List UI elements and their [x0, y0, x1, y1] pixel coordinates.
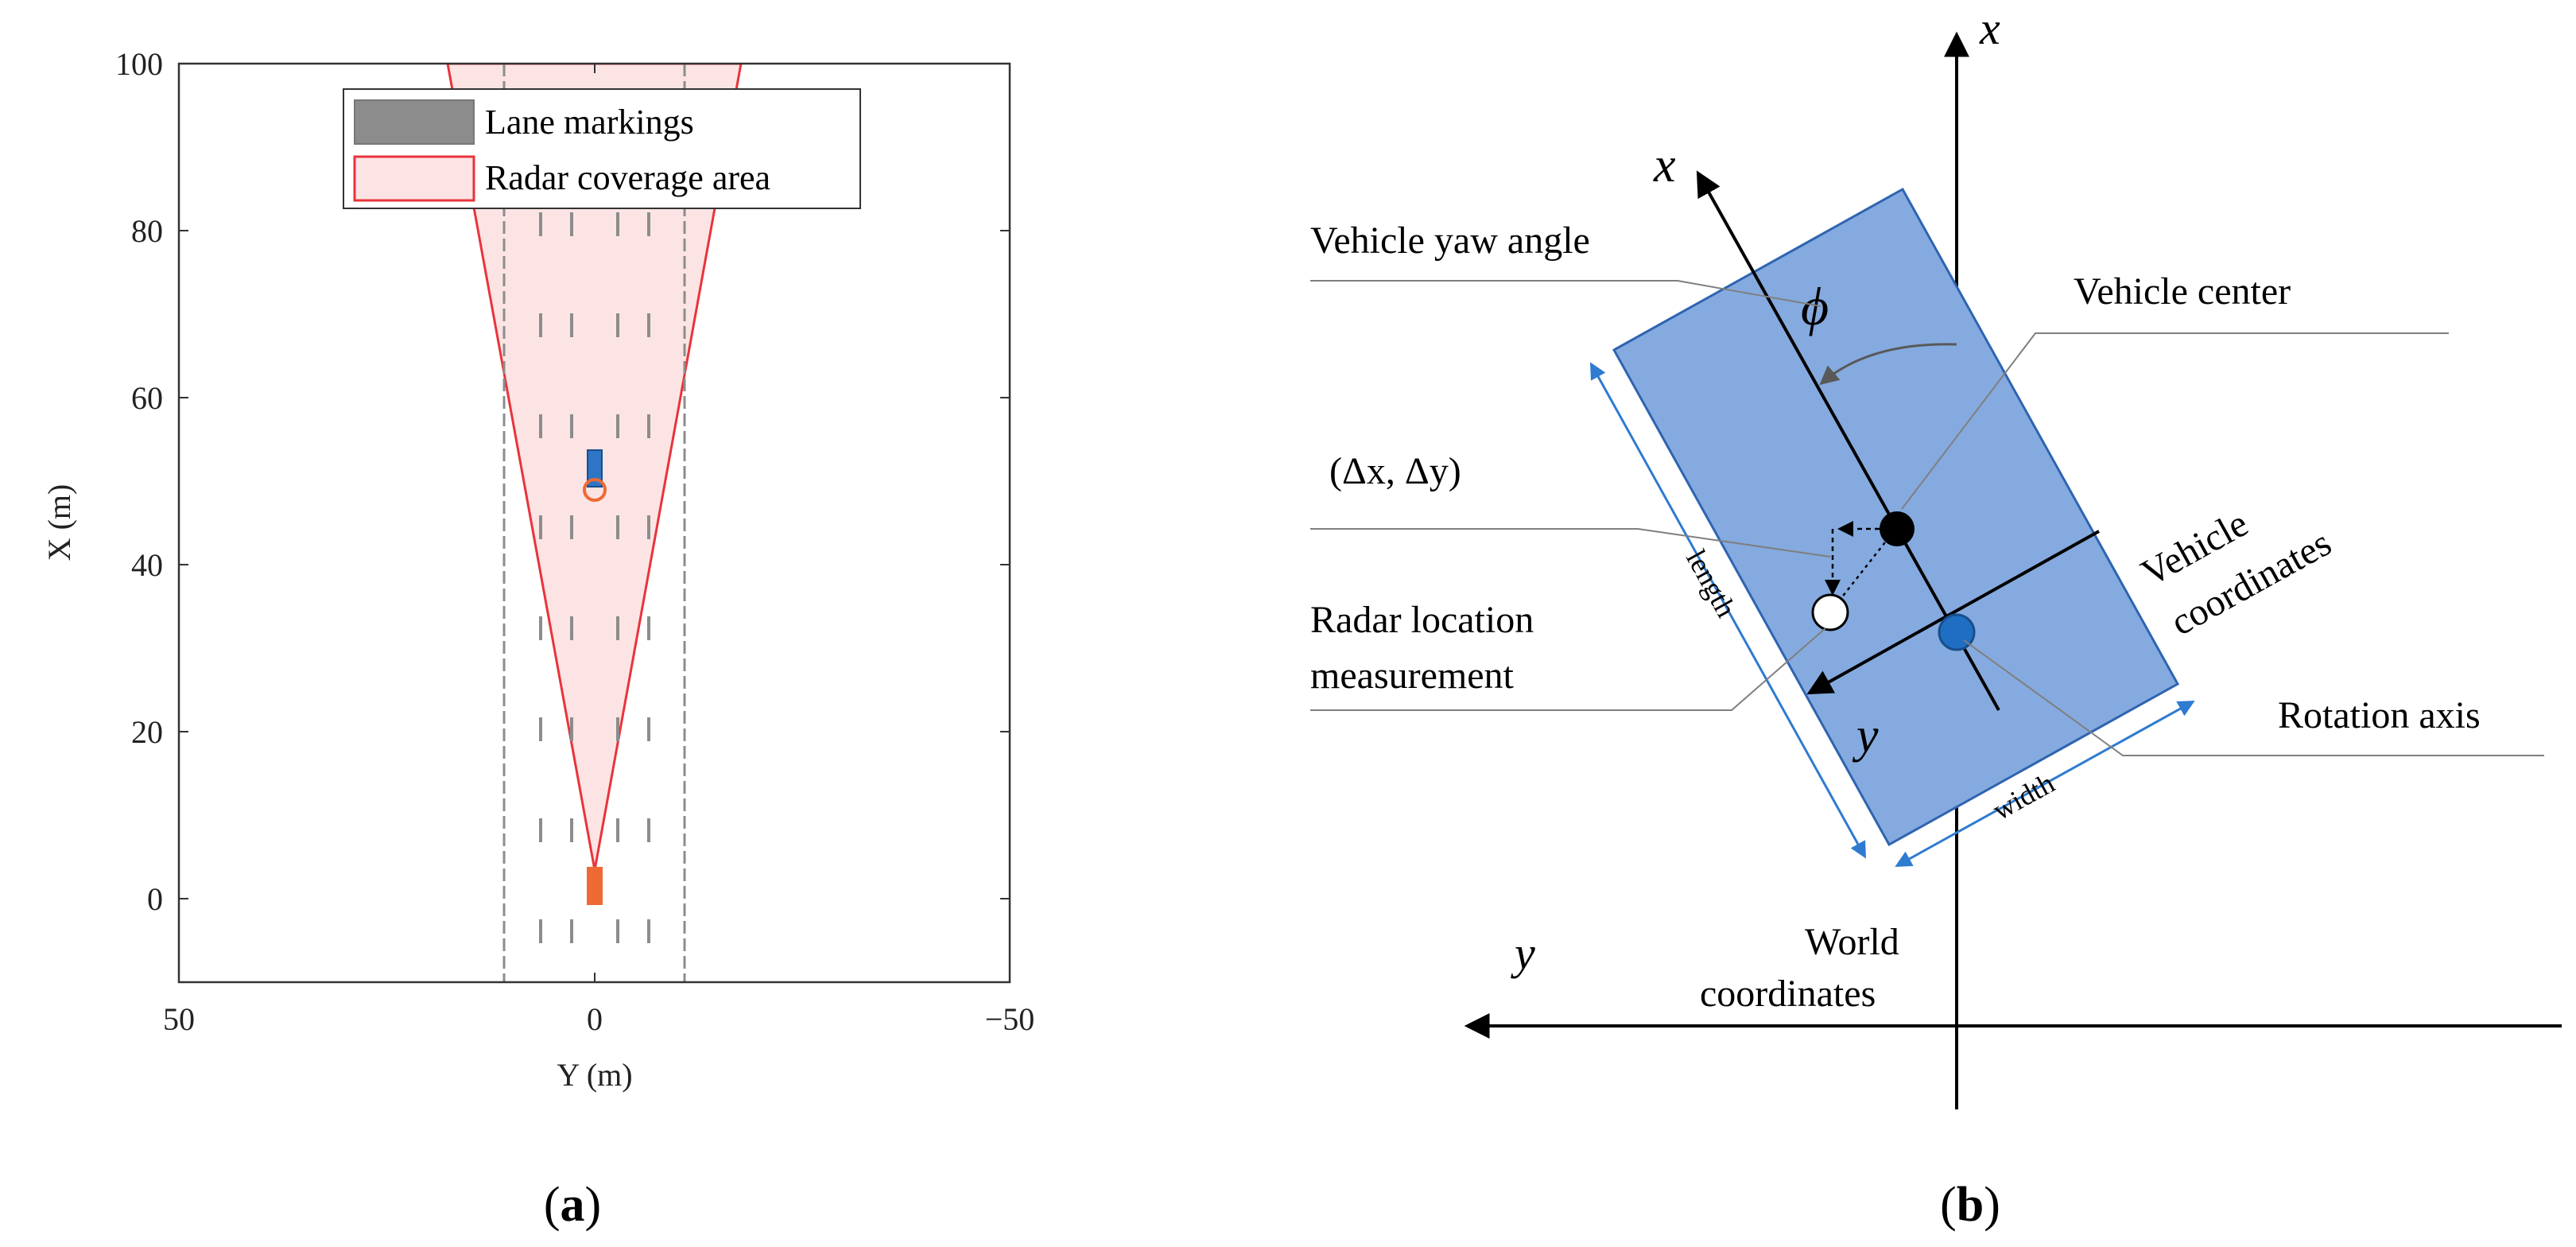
- caption-b: (b): [1940, 1178, 2000, 1232]
- axis-ticks: [178, 63, 1011, 982]
- caption-a: (a): [544, 1178, 601, 1232]
- leader-lines: [1310, 280, 2544, 756]
- ytick-label: 20: [131, 714, 163, 750]
- width-dimension: [1895, 700, 2195, 868]
- vehicle-x-label: x: [1653, 138, 1676, 192]
- xtick-label: 50: [163, 1001, 195, 1037]
- legend-swatch-radar: [353, 155, 475, 202]
- vehicle-center-point: [1880, 511, 1915, 546]
- xtick-label: −50: [985, 1001, 1035, 1037]
- ytick-label: 100: [115, 46, 163, 82]
- legend: Lane markings Radar coverage area: [343, 88, 861, 209]
- x-axis-label: Y (m): [557, 1057, 632, 1093]
- leader-radar: [1310, 627, 1826, 711]
- world-x-label: x: [1979, 2, 2000, 54]
- label-vehicle-yaw-angle: Vehicle yaw angle: [1310, 219, 1590, 262]
- label-offset: (Δx, Δy): [1329, 450, 1461, 492]
- label-radar-measurement-1: Radar location: [1310, 599, 1534, 641]
- ytick-label: 80: [131, 213, 163, 249]
- ytick-label: 40: [131, 547, 163, 583]
- radar-measurement-point: [1811, 593, 1849, 631]
- ego-sensor-marker: [587, 867, 603, 905]
- label-rotation-axis: Rotation axis: [2278, 694, 2481, 736]
- y-axis-label: X (m): [41, 484, 77, 561]
- radar-detection-marker: [583, 478, 607, 502]
- panel-b: x y x y ϕ length width: [1310, 2, 2562, 1232]
- vehicle-marker: [587, 449, 603, 488]
- ytick-label: 60: [131, 380, 163, 416]
- label-world-coordinates-2: coordinates: [1700, 973, 1876, 1015]
- ytick-label: 0: [147, 881, 163, 917]
- legend-swatch-lane: [354, 99, 475, 145]
- legend-label-radar: Radar coverage area: [485, 158, 770, 197]
- world-y-label: y: [1511, 927, 1535, 979]
- leader-offset: [1310, 528, 1831, 557]
- legend-label-lane: Lane markings: [485, 103, 694, 142]
- label-vehicle-center: Vehicle center: [2074, 270, 2291, 313]
- leader-rotation: [1963, 639, 2544, 756]
- leader-yaw: [1310, 280, 1821, 307]
- vehicle-y-label: y: [1852, 709, 1879, 763]
- phi-symbol: ϕ: [1801, 276, 1829, 336]
- lane-markings: [539, 111, 650, 943]
- length-dimension: [1589, 362, 1867, 859]
- label-radar-measurement-2: measurement: [1310, 655, 1515, 697]
- panel-a: 100 80 60 40 20 0 50 0 −50 Y (m) X (m) L…: [41, 46, 1034, 1232]
- leader-center: [1901, 332, 2449, 510]
- xtick-label: 0: [587, 1001, 603, 1037]
- label-world-coordinates-1: World: [1805, 921, 1899, 963]
